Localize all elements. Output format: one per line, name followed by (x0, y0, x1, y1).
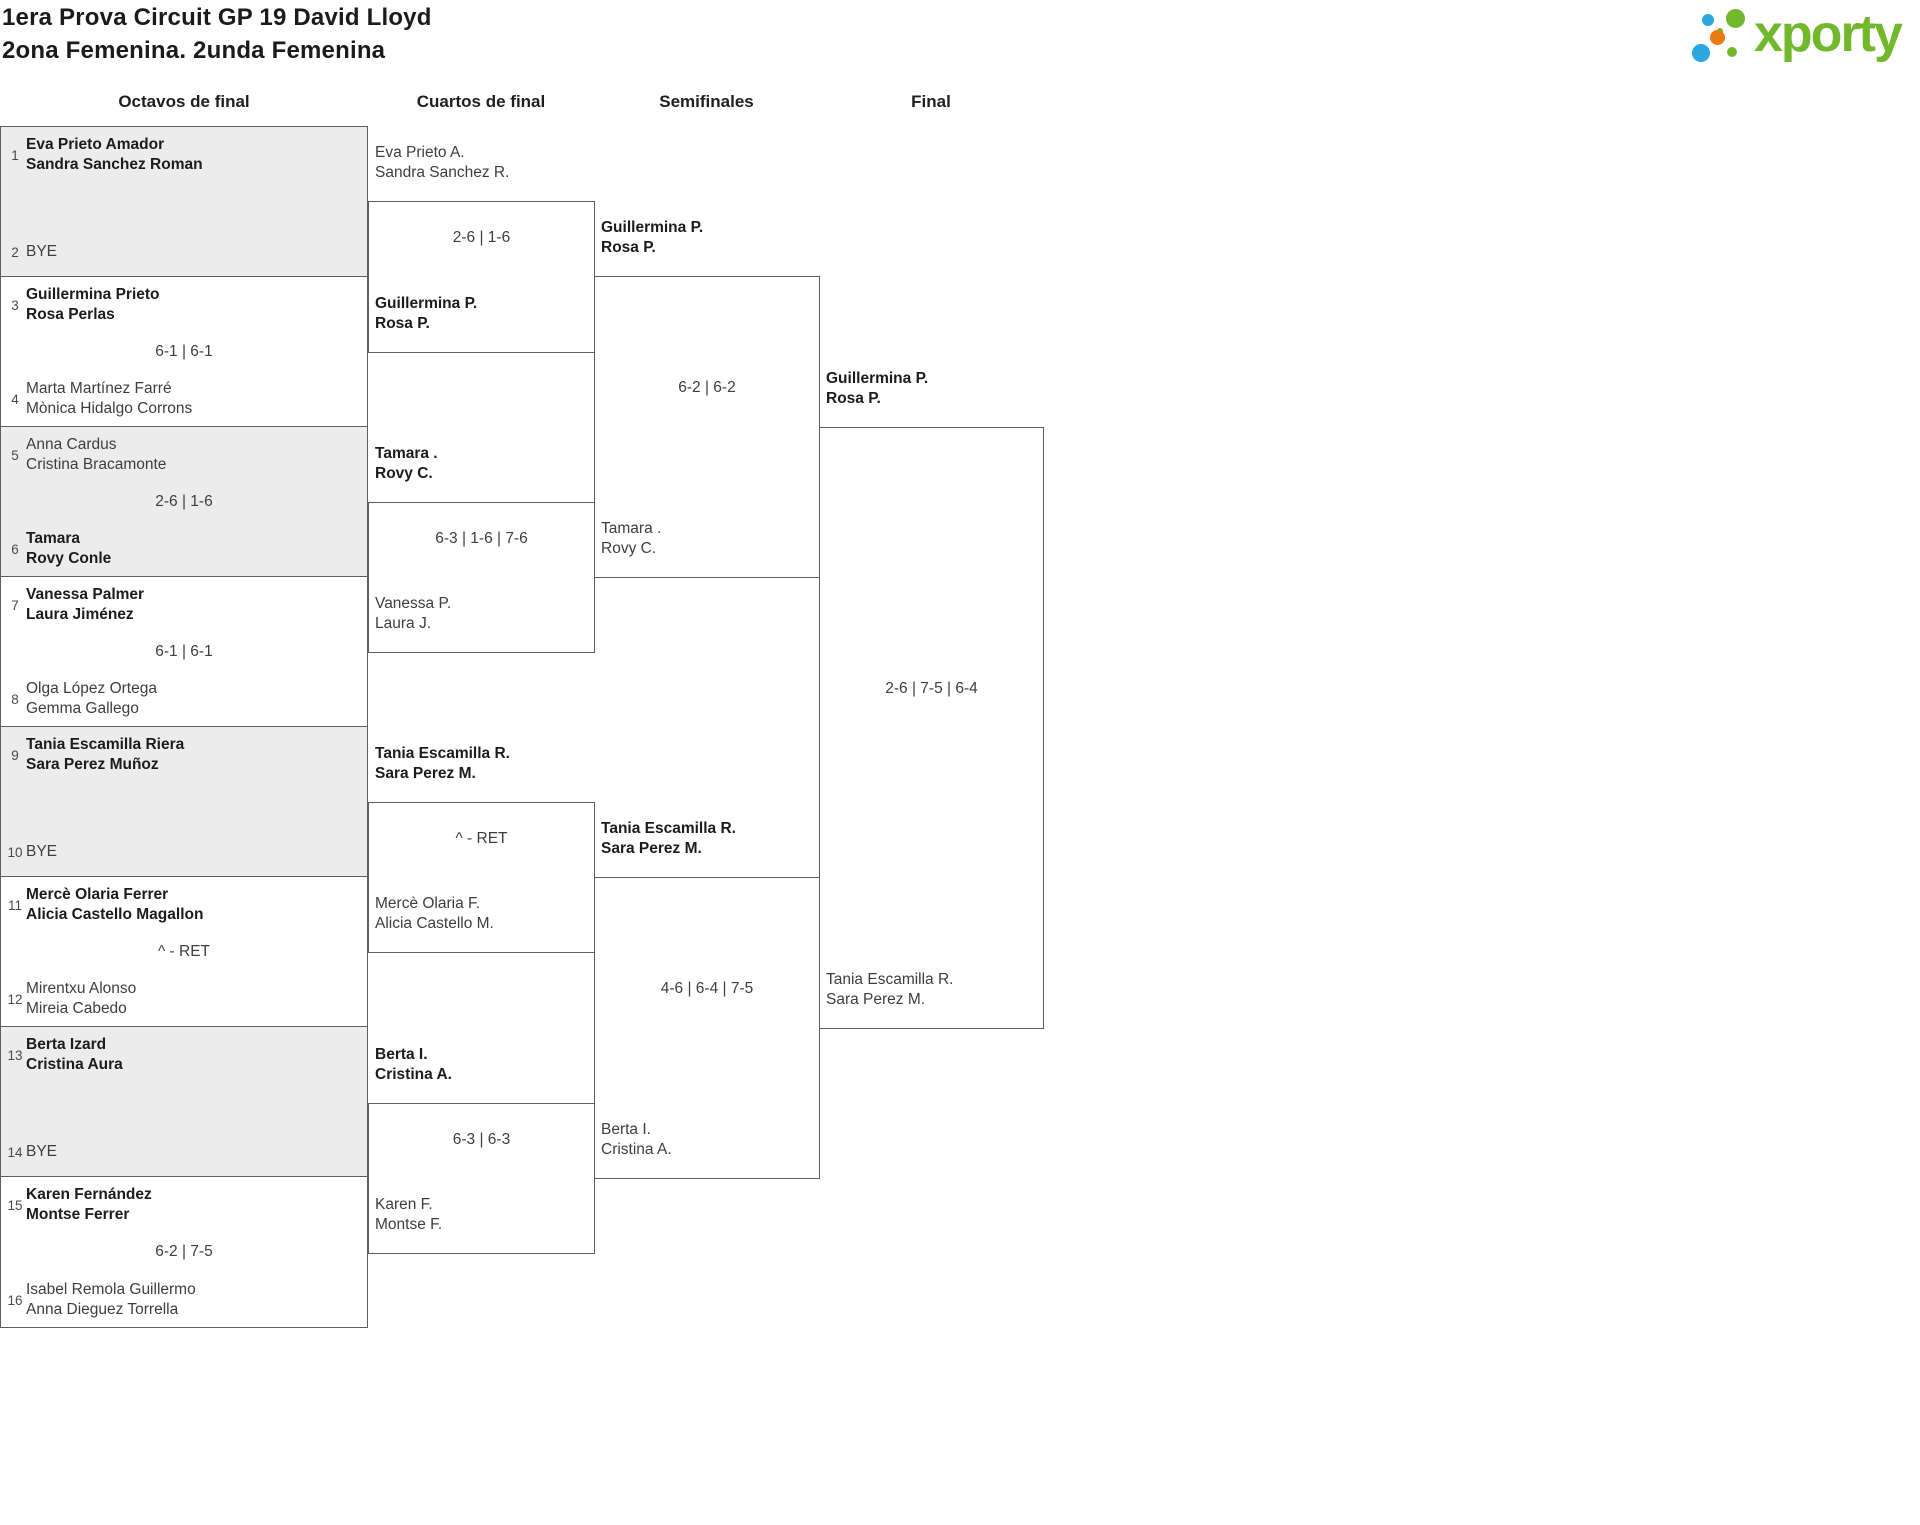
team-name: Eva Prieto A.Sandra Sanchez R. (375, 144, 510, 181)
match-score: 6-2 | 7-5 (155, 1243, 213, 1260)
team-slot-3: 3 Guillermina Prieto Rosa Perlas (1, 285, 367, 325)
seed-number: 15 (7, 1197, 23, 1213)
match-box-r1-3: 5 Anna Cardus Cristina Bracamonte 2-6 | … (1, 427, 367, 577)
team-slot-8: 8 Olga López Ortega Gemma Gallego (1, 679, 367, 719)
match-box-final (819, 427, 1044, 1029)
seed-number: 10 (7, 844, 23, 860)
seed-number: 5 (11, 447, 19, 463)
seed-number: 1 (11, 147, 19, 163)
team-name: Marta Martínez Farré Mònica Hidalgo Corr… (26, 380, 193, 417)
logo-dot-icon (1726, 9, 1745, 28)
match-box-r1-2: 3 Guillermina Prieto Rosa Perlas 6-1 | 6… (1, 277, 367, 427)
team-name: Vanessa Palmer Laura Jiménez (26, 586, 145, 623)
match-score: 2-6 | 7-5 | 6-4 (885, 680, 978, 697)
seed-number: 16 (7, 1292, 23, 1308)
seed-number: 4 (11, 391, 19, 407)
team-name: Anna Cardus Cristina Bracamonte (26, 436, 167, 473)
team-name: Berta I.Cristina A. (375, 1046, 452, 1083)
team-name: Tamara Rovy Conle (26, 530, 112, 567)
team-name: Tania Escamilla R.Sara Perez M. (601, 820, 736, 857)
team-name: BYE (26, 243, 58, 260)
team-name: Guillermina Prieto Rosa Perlas (26, 286, 160, 323)
team-name: Guillermina P.Rosa P. (375, 295, 478, 332)
team-slot-14: 14 BYE (1, 1142, 367, 1162)
team-name: Tania Escamilla R.Sara Perez M. (826, 971, 954, 1008)
match-box-r1-5: 9 Tania Escamilla Riera Sara Perez Muñoz… (1, 727, 367, 877)
match-box-r1-7: 13 Berta Izard Cristina Aura 14 BYE (1, 1027, 367, 1177)
seed-number: 12 (7, 991, 23, 1007)
match-score: 6-1 | 6-1 (155, 643, 213, 660)
team-name: Eva Prieto Amador Sandra Sanchez Roman (26, 136, 203, 173)
round-header-octavos: Octavos de final (118, 92, 250, 111)
team-slot-16: 16 Isabel Remola Guillermo Anna Dieguez … (1, 1280, 367, 1320)
team-slot-15: 15 Karen Fernández Montse Ferrer (1, 1185, 367, 1225)
team-slot-1: 1 Eva Prieto Amador Sandra Sanchez Roman (1, 135, 367, 175)
category-name: 2ona Femenina. 2unda Femenina (2, 37, 386, 64)
seed-number: 13 (7, 1047, 23, 1063)
match-score: 4-6 | 6-4 | 7-5 (660, 980, 754, 997)
team-slot-6: 6 Tamara Rovy Conle (1, 529, 367, 569)
team-name: Mirentxu Alonso Mireia Cabedo (26, 980, 137, 1017)
team-name: Tania Escamilla R.Sara Perez M. (375, 745, 510, 782)
match-score: ^ - RET (157, 943, 211, 960)
seed-number: 2 (11, 244, 19, 260)
team-name: Tamara .Rovy C. (601, 520, 662, 557)
team-slot-9: 9 Tania Escamilla Riera Sara Perez Muñoz (1, 735, 367, 775)
match-box-r1-1: 1 Eva Prieto Amador Sandra Sanchez Roman… (1, 127, 367, 277)
team-name: Guillermina P.Rosa P. (601, 219, 704, 256)
tournament-name: 1era Prova Circuit GP 19 David Lloyd (2, 4, 432, 31)
match-box-r1-8: 15 Karen Fernández Montse Ferrer 6-2 | 7… (1, 1177, 367, 1327)
team-slot-13: 13 Berta Izard Cristina Aura (1, 1035, 367, 1075)
team-slot-2: 2 BYE (1, 242, 367, 262)
match-score: 2-6 | 1-6 (452, 229, 511, 246)
team-name: Mercè Olaria F.Alicia Castello M. (375, 895, 494, 932)
team-name: Tamara .Rovy C. (375, 445, 438, 482)
team-slot-11: 11 Mercè Olaria Ferrer Alicia Castello M… (1, 885, 367, 925)
team-name: Olga López Ortega Gemma Gallego (26, 680, 157, 717)
seed-number: 3 (11, 297, 19, 313)
page-title: 1era Prova Circuit GP 19 David Lloyd 2on… (2, 1, 432, 67)
team-name: Karen F.Montse F. (375, 1196, 443, 1233)
logo-dot-icon (1702, 14, 1714, 26)
match-score: 6-3 | 6-3 (452, 1131, 511, 1148)
round-header-semis: Semifinales (659, 92, 754, 111)
team-name: Isabel Remola Guillermo Anna Dieguez Tor… (26, 1281, 196, 1318)
logo-wordmark: xporty (1754, 5, 1903, 63)
match-score: ^ - RET (455, 830, 508, 847)
logo-dot-icon (1710, 30, 1725, 45)
round1-column: 1 Eva Prieto Amador Sandra Sanchez Roman… (0, 126, 368, 1328)
team-name: BYE (26, 1143, 58, 1160)
seed-number: 14 (7, 1144, 23, 1160)
team-name: Berta I.Cristina A. (601, 1121, 672, 1158)
match-box-r1-4: 7 Vanessa Palmer Laura Jiménez 6-1 | 6-1… (1, 577, 367, 727)
seed-number: 7 (11, 597, 19, 613)
seed-number: 8 (11, 691, 19, 707)
team-slot-12: 12 Mirentxu Alonso Mireia Cabedo (1, 979, 367, 1019)
match-score: 6-1 | 6-1 (155, 343, 213, 360)
logo-dot-icon (1692, 44, 1710, 62)
seed-number: 11 (7, 897, 22, 913)
seed-number: 9 (11, 747, 19, 763)
team-name: Tania Escamilla Riera Sara Perez Muñoz (26, 736, 185, 773)
round-header-cuartos: Cuartos de final (416, 92, 546, 111)
match-score: 2-6 | 1-6 (155, 493, 213, 510)
team-name: Vanessa P.Laura J. (375, 595, 452, 632)
team-name: Karen Fernández Montse Ferrer (26, 1186, 152, 1223)
seed-number: 6 (11, 541, 19, 557)
team-name: BYE (26, 843, 58, 860)
team-slot-5: 5 Anna Cardus Cristina Bracamonte (1, 435, 367, 475)
team-name: Mercè Olaria Ferrer Alicia Castello Maga… (26, 886, 204, 923)
team-slot-4: 4 Marta Martínez Farré Mònica Hidalgo Co… (1, 379, 367, 419)
team-slot-7: 7 Vanessa Palmer Laura Jiménez (1, 585, 367, 625)
team-name: Guillermina P.Rosa P. (826, 370, 929, 407)
team-slot-10: 10 BYE (1, 842, 367, 862)
match-score: 6-3 | 1-6 | 7-6 (435, 530, 528, 547)
team-name: Berta Izard Cristina Aura (26, 1036, 123, 1073)
match-box-r1-6: 11 Mercè Olaria Ferrer Alicia Castello M… (1, 877, 367, 1027)
round-header-final: Final (911, 92, 951, 111)
logo-dot-icon (1727, 47, 1737, 57)
xporty-logo[interactable]: xporty (1690, 2, 1918, 72)
match-score: 6-2 | 6-2 (678, 379, 736, 396)
